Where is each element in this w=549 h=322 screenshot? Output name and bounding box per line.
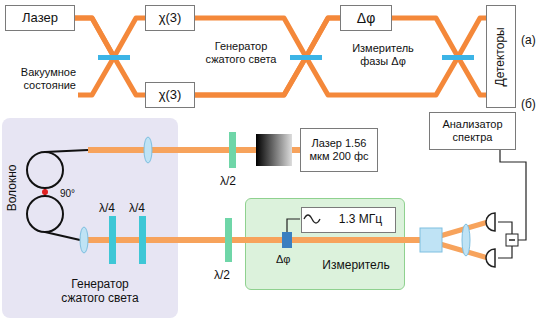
- text-holder: 1.3 МГц: [302, 208, 395, 232]
- figure-label: (б): [521, 98, 536, 112]
- phase-modulator: [282, 232, 292, 248]
- node-text: 1.3 МГц: [339, 213, 382, 227]
- node-text: Δφ: [357, 10, 375, 26]
- beam-splitter-cube: [420, 228, 442, 252]
- component-box: 1.3 МГц: [301, 207, 396, 233]
- waveguide: [195, 18, 340, 95]
- node-text: χ(3): [159, 11, 182, 26]
- lens: [462, 224, 470, 256]
- fiber-lead: [45, 150, 88, 152]
- component-box: χ(3): [145, 5, 195, 31]
- text-holder: Анализатор спектра: [430, 113, 515, 149]
- fiber-loop: [27, 152, 63, 188]
- component-box: χ(3): [145, 82, 195, 108]
- component-box: Анализатор спектра: [429, 112, 516, 150]
- label-holder: (а): [521, 30, 545, 48]
- node-text: Измеритель: [322, 259, 389, 273]
- label-holder: Вакуумное состояние: [4, 66, 76, 93]
- text-holder: Измеритель: [314, 259, 398, 273]
- split-beams: [440, 222, 488, 258]
- beam-splitter: [442, 55, 474, 60]
- half-wave-plate: [229, 132, 236, 168]
- node-text: Лазер 1.56 мкм 200 фс: [309, 137, 369, 162]
- splice-dot: [42, 189, 48, 195]
- light-beam: [178, 237, 245, 243]
- lens: [144, 137, 152, 163]
- component-box: Детекторы: [486, 5, 516, 108]
- text-holder: Генератор сжатого света: [30, 278, 170, 306]
- node-text: Волокно: [6, 165, 20, 212]
- squeezed-beam: [245, 237, 420, 243]
- node-text: χ(3): [159, 88, 182, 103]
- text-holder: Лазер: [6, 6, 74, 30]
- text-holder: χ(3): [146, 83, 194, 107]
- label-holder: (б): [521, 94, 545, 112]
- component-box: Δφ: [340, 5, 392, 31]
- subtractor: [506, 234, 518, 246]
- quarter-wave-plate: [109, 216, 116, 264]
- label-holder: Δφ: [276, 249, 300, 267]
- label-holder: λ/4: [99, 198, 129, 216]
- figure-label: λ/4: [129, 202, 145, 216]
- figure-label: (а): [521, 34, 536, 48]
- node-text: Генератор сжатого света: [50, 278, 150, 306]
- text-holder: Волокно: [4, 138, 22, 238]
- sine-symbol: [304, 215, 320, 223]
- beam-splitter: [98, 55, 130, 60]
- label-holder: Измеритель фазы Δφ: [346, 42, 420, 69]
- laser-beam: [88, 147, 178, 153]
- half-wave-plate: [225, 218, 232, 262]
- photodiode: [486, 213, 495, 231]
- text-holder: Δφ: [341, 6, 391, 30]
- quarter-wave-plate: [139, 216, 146, 264]
- component-box: Лазер: [5, 5, 75, 31]
- figure-label: Вакуумное состояние: [4, 66, 76, 91]
- label-holder: Генератор сжатого света: [198, 40, 284, 67]
- text-holder: Детекторы: [487, 6, 515, 107]
- text-holder: χ(3): [146, 6, 194, 30]
- modulator-wire: [287, 219, 300, 232]
- label-holder: λ/2: [220, 171, 250, 189]
- figure-label: Δφ: [276, 253, 290, 266]
- node-text: Лазер: [22, 11, 58, 26]
- fiber-loop: [27, 196, 63, 232]
- label-holder: λ/4: [129, 198, 159, 216]
- beam-splitter: [290, 55, 322, 60]
- figure-label: Измеритель фазы Δφ: [346, 42, 420, 67]
- label-holder: λ/2: [214, 265, 244, 283]
- label-holder: 90°: [60, 183, 88, 201]
- fiber-lead: [45, 232, 80, 240]
- component-box: Лазер 1.56 мкм 200 фс: [300, 128, 378, 172]
- minus-sign: [509, 239, 515, 241]
- figure-label: 90°: [60, 188, 75, 200]
- lens: [80, 227, 88, 253]
- group-panel: Измеритель 1.3 МГц: [245, 198, 405, 290]
- text-holder: Лазер 1.56 мкм 200 фс: [301, 129, 377, 171]
- node-text: Детекторы: [494, 27, 508, 86]
- figure-label: λ/2: [220, 175, 236, 189]
- attenuator: [256, 134, 292, 166]
- figure-label: λ/4: [99, 202, 115, 216]
- fiber-loops: [27, 150, 88, 240]
- vacuum-waveguide: [78, 57, 114, 95]
- detector-wires: [498, 150, 526, 258]
- photodiode: [486, 249, 495, 267]
- figure-label: Генератор сжатого света: [198, 40, 284, 65]
- squeezed-beam: [80, 237, 178, 243]
- waveguide: [75, 18, 145, 95]
- node-text: Анализатор спектра: [435, 118, 510, 143]
- figure-label: λ/2: [214, 269, 230, 283]
